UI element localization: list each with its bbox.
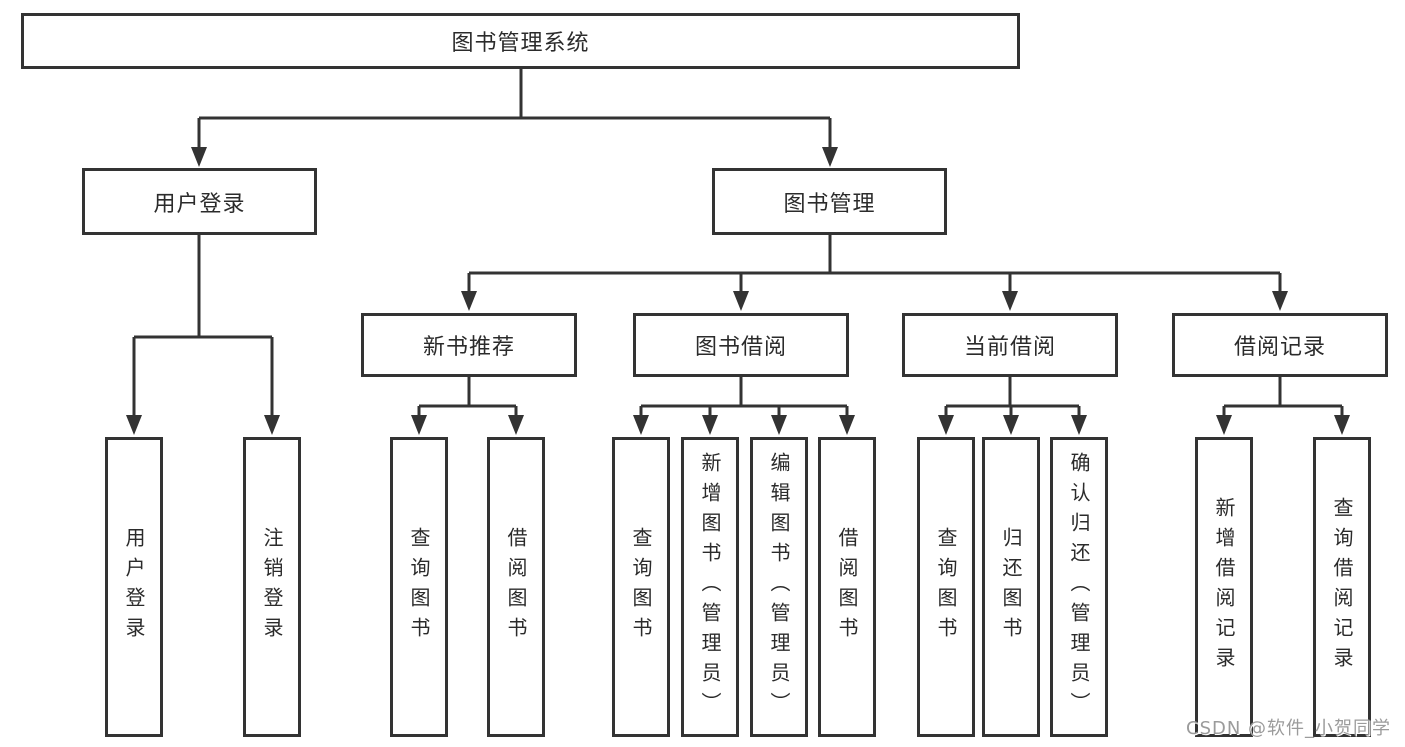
node-root: 图书管理系统: [21, 13, 1020, 69]
leaf-query-borrow-record: 查询借阅记录: [1313, 437, 1371, 737]
leaf-borrow-books-borrowing-label: 借阅图书: [835, 527, 859, 647]
leaf-user-login-label: 用户登录: [122, 527, 146, 647]
connector-strokes: [132, 69, 1344, 417]
node-borrowing-records: 借阅记录: [1172, 313, 1388, 377]
leaf-edit-book-admin: 编辑图书（管理员）: [750, 437, 808, 737]
leaf-return-book: 归还图书: [982, 437, 1040, 737]
node-book-management-label: 图书管理: [783, 191, 876, 217]
arrowheads: [126, 147, 1350, 435]
leaf-add-borrow-record-label: 新增借阅记录: [1212, 497, 1236, 677]
node-current-borrowing-label: 当前借阅: [963, 335, 1056, 360]
leaf-query-books-borrowing-label: 查询图书: [629, 527, 653, 647]
leaf-logout: 注销登录: [243, 437, 301, 737]
leaf-edit-book-admin-label: 编辑图书（管理员）: [767, 452, 791, 722]
leaf-query-books-recommend: 查询图书: [390, 437, 448, 737]
leaf-user-login: 用户登录: [105, 437, 163, 737]
leaf-query-books-current-label: 查询图书: [934, 527, 958, 647]
leaf-confirm-return-admin-label: 确认归还（管理员）: [1067, 452, 1091, 722]
node-new-book-recommend: 新书推荐: [361, 313, 577, 377]
node-book-borrowing-label: 图书借阅: [694, 335, 787, 360]
leaf-query-books-borrowing: 查询图书: [612, 437, 670, 737]
leaf-add-book-admin-label: 新增图书（管理员）: [698, 452, 722, 722]
leaf-query-books-recommend-label: 查询图书: [407, 527, 431, 647]
leaf-query-books-current: 查询图书: [917, 437, 975, 737]
leaf-logout-label: 注销登录: [260, 527, 284, 647]
node-root-label: 图书管理系统: [451, 31, 590, 56]
leaf-add-book-admin: 新增图书（管理员）: [681, 437, 739, 737]
node-book-management: 图书管理: [712, 168, 947, 235]
leaf-query-borrow-record-label: 查询借阅记录: [1330, 497, 1354, 677]
leaf-return-book-label: 归还图书: [999, 527, 1023, 647]
node-book-borrowing: 图书借阅: [633, 313, 849, 377]
node-current-borrowing: 当前借阅: [902, 313, 1118, 377]
leaf-borrow-books-recommend: 借阅图书: [487, 437, 545, 737]
node-borrowing-records-label: 借阅记录: [1233, 335, 1326, 360]
node-user-login-label: 用户登录: [153, 191, 246, 217]
node-user-login: 用户登录: [82, 168, 317, 235]
leaf-borrow-books-recommend-label: 借阅图书: [504, 527, 528, 647]
leaf-borrow-books-borrowing: 借阅图书: [818, 437, 876, 737]
leaf-add-borrow-record: 新增借阅记录: [1195, 437, 1253, 737]
node-new-book-recommend-label: 新书推荐: [422, 335, 515, 360]
watermark-text: CSDN @软件_小贺同学: [1186, 718, 1392, 739]
leaf-confirm-return-admin: 确认归还（管理员）: [1050, 437, 1108, 737]
